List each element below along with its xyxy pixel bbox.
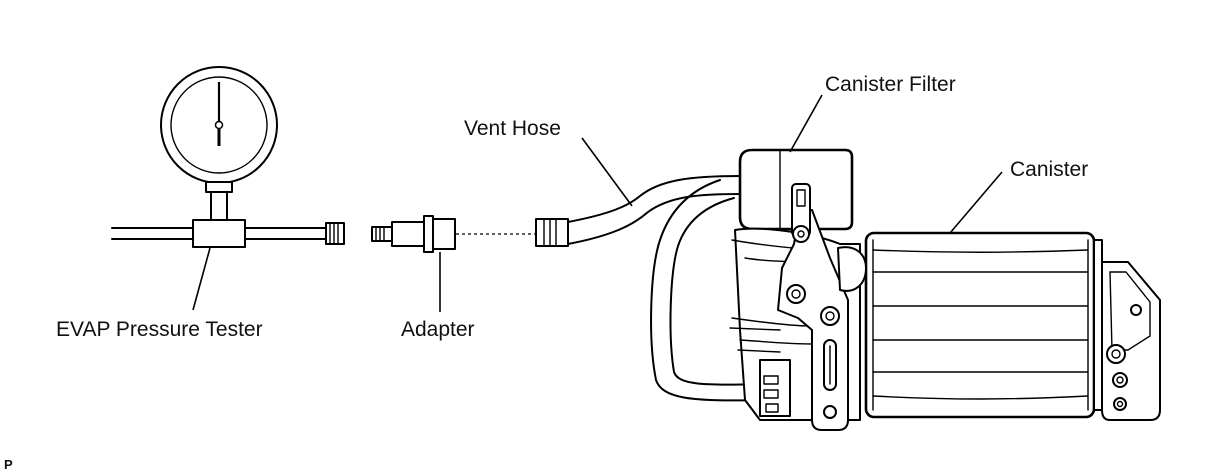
leader-canister bbox=[949, 171, 1003, 234]
gauge-stem bbox=[205, 181, 233, 193]
label-vent-hose: Vent Hose bbox=[464, 117, 561, 140]
label-evap-pressure-tester: EVAP Pressure Tester bbox=[56, 318, 263, 341]
canister bbox=[729, 183, 1161, 431]
label-adapter: Adapter bbox=[401, 318, 475, 341]
evap-pressure-tester bbox=[111, 66, 345, 248]
figure-code: P bbox=[4, 457, 13, 472]
label-canister-filter: Canister Filter bbox=[825, 73, 956, 96]
pressure-gauge-face bbox=[170, 76, 268, 174]
tester-tee bbox=[192, 219, 246, 248]
leader-canister-filter bbox=[789, 94, 823, 153]
leader-evap-tester bbox=[192, 247, 211, 311]
vent-hose-end bbox=[535, 218, 569, 247]
label-canister: Canister bbox=[1010, 158, 1088, 181]
canister-body bbox=[864, 231, 1096, 419]
tester-end-fitting bbox=[325, 222, 345, 245]
leader-vent-hose bbox=[581, 137, 633, 207]
adapter bbox=[371, 215, 456, 253]
adapter-collar bbox=[423, 215, 434, 253]
